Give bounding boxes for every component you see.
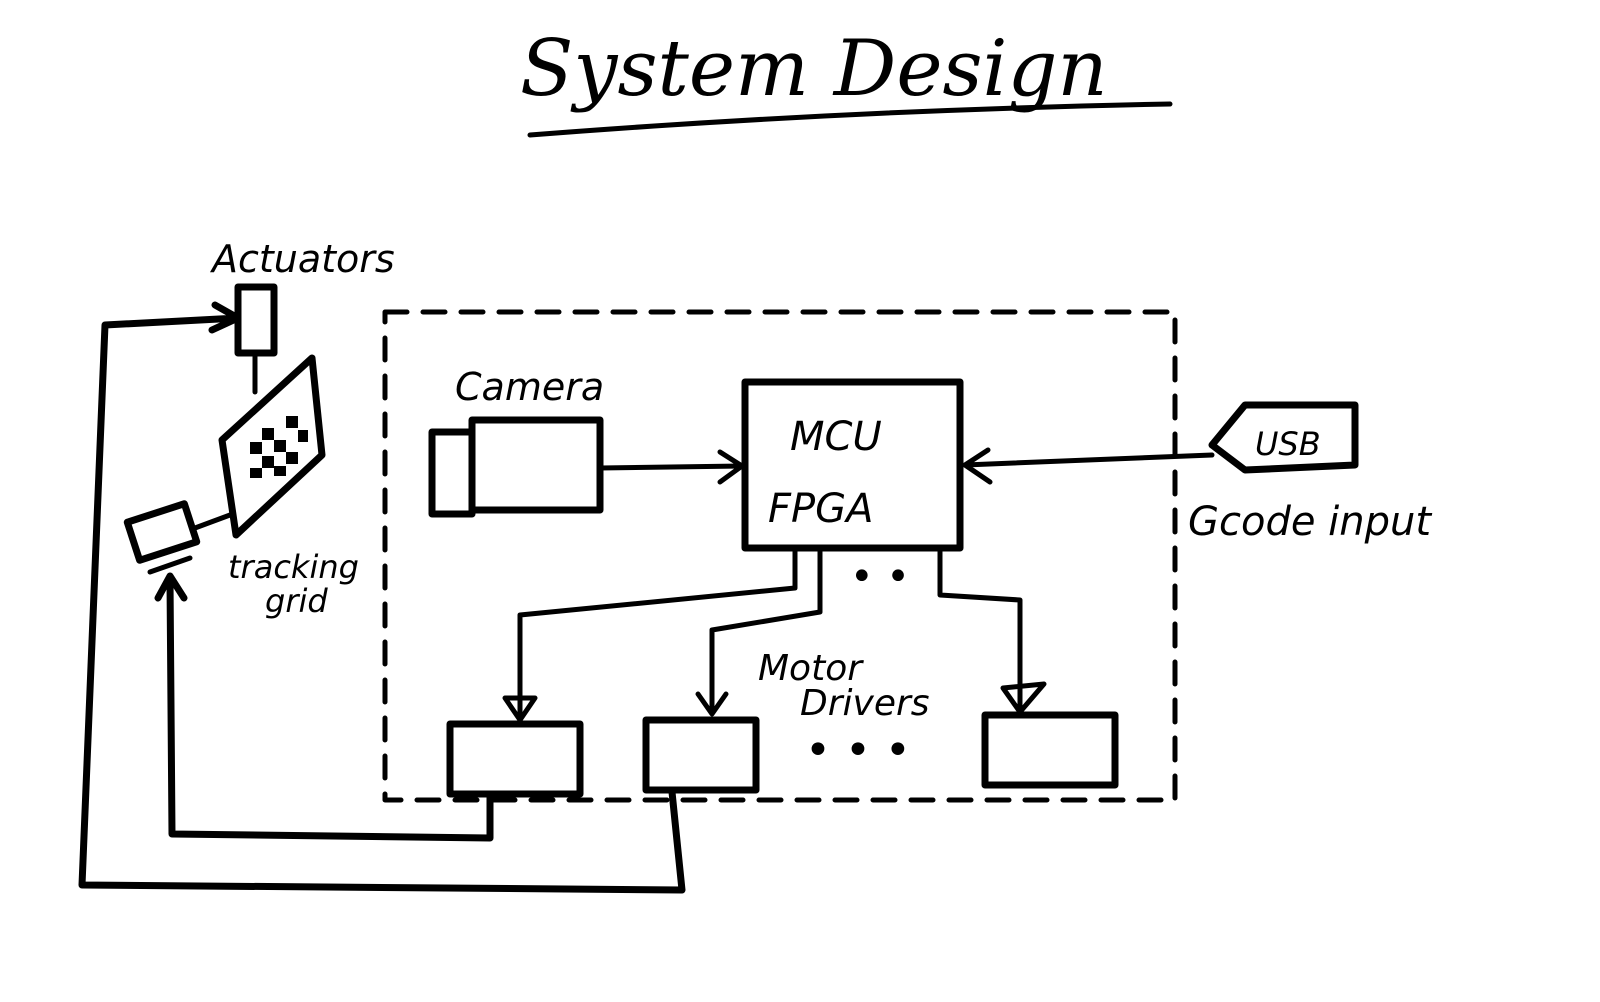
usb-to-mcu-arrow xyxy=(962,447,1215,485)
fpga-label: FPGA xyxy=(768,486,874,532)
camera-label: Camera xyxy=(455,365,604,409)
drivers-ellipsis: • • • xyxy=(805,725,911,776)
title-underline xyxy=(527,101,1173,138)
camera-mount-line xyxy=(147,512,233,575)
usb-label: USB xyxy=(1255,425,1321,463)
gcode-input-label: Gcode input xyxy=(1188,499,1432,545)
driver-1-to-camera-feedback xyxy=(154,572,494,842)
tracking-camera xyxy=(123,500,201,564)
tracking-grid-checker xyxy=(250,416,308,478)
system-boundary xyxy=(382,309,1178,803)
camera-body xyxy=(468,416,604,514)
mcu-fpga-box xyxy=(741,378,964,552)
camera-lens xyxy=(428,428,476,518)
bus-ellipsis: • • xyxy=(850,554,910,600)
grid-label: grid xyxy=(265,582,328,620)
mcu-to-driver-n xyxy=(937,547,1047,715)
actuator-box xyxy=(234,283,278,357)
tracking-grid xyxy=(218,354,326,539)
motor-driver-2 xyxy=(642,716,760,794)
diagram-title: System Design xyxy=(520,24,1108,114)
tracking-label: tracking xyxy=(228,548,359,586)
camera-to-mcu-arrow xyxy=(597,449,745,485)
mcu-to-driver-2 xyxy=(695,547,823,717)
actuators-label: Actuators xyxy=(209,237,395,281)
mcu-to-driver-1 xyxy=(502,547,798,723)
mcu-label: MCU xyxy=(790,414,882,460)
motor-driver-n xyxy=(981,711,1119,789)
motor-label: Motor xyxy=(758,648,864,689)
usb-connector xyxy=(1208,401,1359,474)
drivers-label: Drivers xyxy=(800,683,930,724)
motor-driver-1 xyxy=(446,720,584,798)
